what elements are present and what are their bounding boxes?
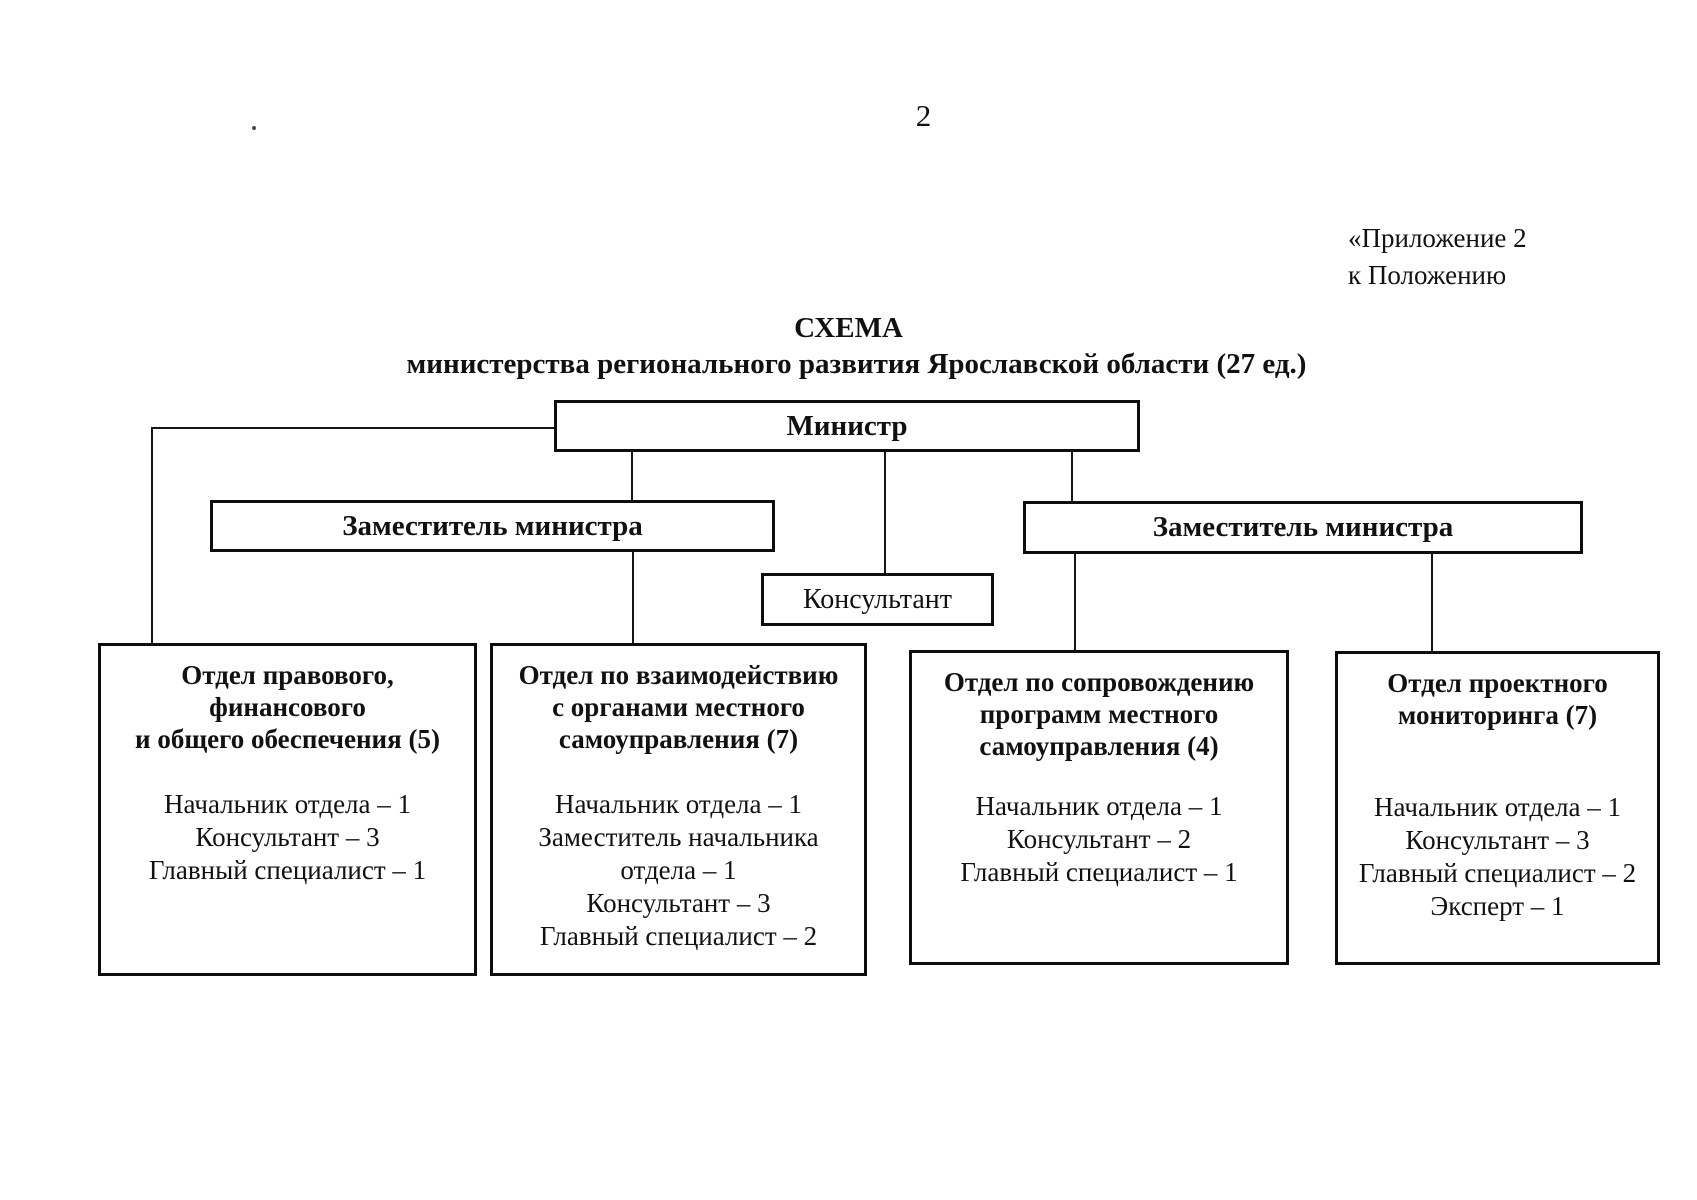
consultant-label: Консультант [803,583,952,615]
staff-line: отдела – 1 [620,855,737,885]
appendix-note: «Приложение 2 к Положению [1348,220,1527,294]
staff-line: Начальник отдела – 1 [1373,792,1622,822]
staff-line: Заместитель начальника [538,822,819,852]
scheme-subtitle: министерства регионального развития Ярос… [406,348,1307,380]
appendix-line-1: «Приложение 2 [1348,223,1527,253]
dept1-title: Отдел правового, финансового и общего об… [135,660,440,754]
staff-line: Начальник отдела – 1 [554,789,803,819]
staff-line: Главный специалист – 1 [148,855,427,885]
org-box-dept-local-govt-interaction: Отдел по взаимодействию с органами местн… [490,643,867,976]
scan-speck [252,126,256,130]
connector-minister-to-deputy-left [631,451,633,501]
org-box-dept-program-support: Отдел по сопровождению программ местного… [909,650,1289,965]
staff-line: Консультант – 3 [586,888,771,918]
staff-line: Главный специалист – 2 [539,921,818,951]
staff-line: Консультант – 3 [195,822,380,852]
staff-line: Начальник отдела – 1 [975,791,1223,821]
org-box-dept-project-monitoring: Отдел проектного мониторинга (7) Начальн… [1335,651,1660,965]
org-box-deputy-minister-right: Заместитель министра [1023,501,1583,554]
org-box-deputy-minister-left: Заместитель министра [210,500,775,552]
connector-deputy-left-to-dept2 [632,551,634,644]
scheme-title-block: СХЕМА министерства регионального развити… [0,310,1697,382]
scheme-title: СХЕМА [794,312,903,344]
dept1-staff-list: Начальник отдела – 1 Консультант – 3 Гла… [101,788,474,887]
appendix-line-2: к Положению [1348,260,1507,290]
connector-deputy-right-to-dept3 [1074,553,1076,651]
org-box-consultant: Консультант [761,573,994,626]
page-number: 2 [915,98,932,133]
dept2-title: Отдел по взаимодействию с органами местн… [518,660,839,754]
dept4-staff-list: Начальник отдела – 1 Консультант – 3 Гла… [1338,791,1657,923]
dept3-title: Отдел по сопровождению программ местного… [943,667,1255,761]
connector-minister-to-dept1-horizontal [151,427,555,429]
staff-line: Главный специалист – 2 [1358,858,1637,888]
org-box-minister: Министр [554,400,1140,452]
staff-line: Эксперт – 1 [1430,891,1565,921]
deputy-right-label: Заместитель министра [1152,511,1454,543]
staff-line: Консультант – 3 [1405,825,1590,855]
connector-minister-to-consultant [884,451,886,574]
connector-minister-to-deputy-right [1071,451,1073,502]
dept3-staff-list: Начальник отдела – 1 Консультант – 2 Гла… [912,790,1286,889]
connector-to-dept1-vertical [151,427,153,645]
dept4-title: Отдел проектного мониторинга (7) [1387,668,1608,730]
staff-line: Начальник отдела – 1 [163,789,412,819]
staff-line: Главный специалист – 1 [960,857,1238,887]
minister-label: Министр [786,409,908,442]
deputy-left-label: Заместитель министра [342,509,643,542]
dept2-staff-list: Начальник отдела – 1 Заместитель начальн… [493,788,864,953]
connector-deputy-right-to-dept4 [1431,553,1433,652]
org-box-dept-legal-finance: Отдел правового, финансового и общего об… [98,643,477,976]
staff-line: Консультант – 2 [1006,824,1192,854]
